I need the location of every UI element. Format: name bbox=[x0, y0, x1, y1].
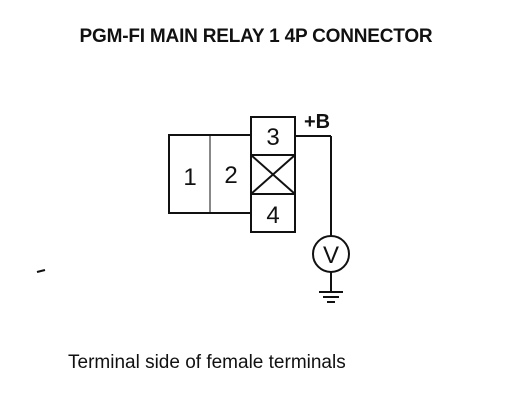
ground-icon bbox=[319, 272, 343, 303]
terminal-2-label: 2 bbox=[224, 162, 237, 189]
diagram-title: PGM-FI MAIN RELAY 1 4P CONNECTOR bbox=[79, 26, 433, 47]
terminal-4-cell bbox=[250, 193, 296, 233]
power-label: +B bbox=[304, 111, 330, 133]
terminal-4-label: 4 bbox=[266, 202, 279, 229]
terminal-1-label: 1 bbox=[183, 164, 196, 191]
diagram-caption: Terminal side of female terminals bbox=[68, 352, 346, 373]
test-lead-wire bbox=[295, 135, 332, 236]
blank-terminal-cross bbox=[250, 154, 296, 195]
terminal-3-label: 3 bbox=[266, 124, 279, 151]
voltmeter-symbol: V bbox=[323, 242, 339, 269]
scan-mark bbox=[36, 269, 46, 273]
